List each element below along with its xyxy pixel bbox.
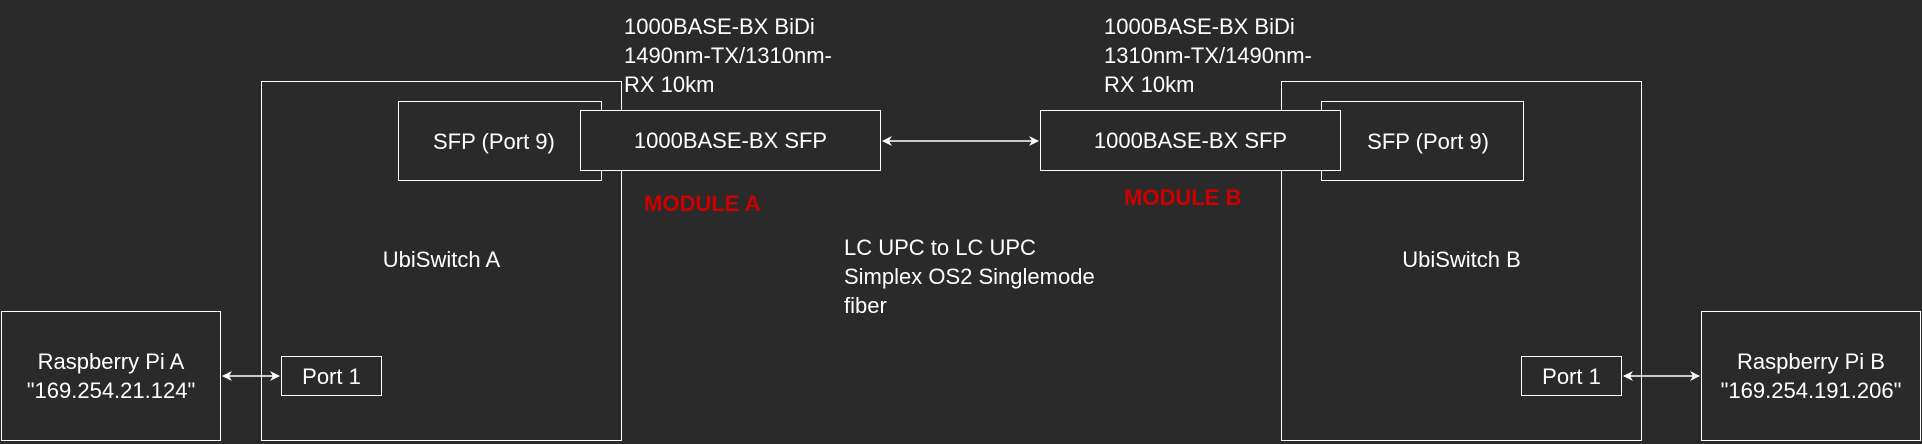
module-b-sfp: 1000BASE-BX SFP [1040, 110, 1341, 171]
module-b-sfp-label: 1000BASE-BX SFP [1093, 128, 1288, 153]
fiber-line-2: Simplex OS2 Singlemode [844, 264, 1095, 289]
module-b-spec-line-1: 1000BASE-BX BiDi [1104, 14, 1295, 39]
switch-a-sfp-port-label: SFP (Port 9) [433, 128, 555, 154]
switch-b-port-1: Port 1 [1521, 356, 1622, 396]
module-b-spec-line-2: 1310nm-TX/1490nm- [1104, 43, 1312, 68]
switch-a-port-1-label: Port 1 [302, 363, 361, 389]
switch-b-sfp-port: SFP (Port 9) [1321, 101, 1524, 181]
raspberry-pi-a-ip: "169.254.21.124" [26, 378, 196, 403]
switch-a-label: UbiSwitch A [382, 247, 501, 272]
module-a-spec-line-1: 1000BASE-BX BiDi [624, 14, 815, 39]
raspberry-pi-b-ip: "169.254.191.206" [1720, 378, 1902, 403]
fiber-line-1: LC UPC to LC UPC [844, 235, 1036, 260]
fiber-line-3: fiber [844, 293, 887, 318]
module-a-spec-line-2: 1490nm-TX/1310nm- [624, 43, 832, 68]
raspberry-pi-a-name: Raspberry Pi A [37, 349, 185, 374]
module-b-spec-line-3: RX 10km [1104, 72, 1195, 97]
raspberry-pi-b-name: Raspberry Pi B [1737, 349, 1885, 374]
switch-b-label: UbiSwitch B [1402, 247, 1521, 272]
module-a-sfp: 1000BASE-BX SFP [580, 110, 881, 171]
module-b-spec: 1000BASE-BX BiDi 1310nm-TX/1490nm- RX 10… [1104, 12, 1312, 99]
switch-b-sfp-port-label: SFP (Port 9) [1367, 128, 1489, 154]
module-a-label: MODULE A [644, 191, 761, 216]
switch-a-sfp-port: SFP (Port 9) [398, 101, 602, 181]
module-a-spec: 1000BASE-BX BiDi 1490nm-TX/1310nm- RX 10… [624, 12, 832, 99]
module-b-label: MODULE B [1124, 185, 1242, 210]
fiber-description: LC UPC to LC UPC Simplex OS2 Singlemode … [844, 233, 1095, 320]
module-a-spec-line-3: RX 10km [624, 72, 715, 97]
switch-a-port-1: Port 1 [281, 356, 382, 396]
raspberry-pi-a: Raspberry Pi A "169.254.21.124" [1, 311, 221, 441]
switch-b-port-1-label: Port 1 [1542, 363, 1601, 389]
module-a-sfp-label: 1000BASE-BX SFP [633, 128, 828, 153]
raspberry-pi-b: Raspberry Pi B "169.254.191.206" [1701, 311, 1921, 441]
